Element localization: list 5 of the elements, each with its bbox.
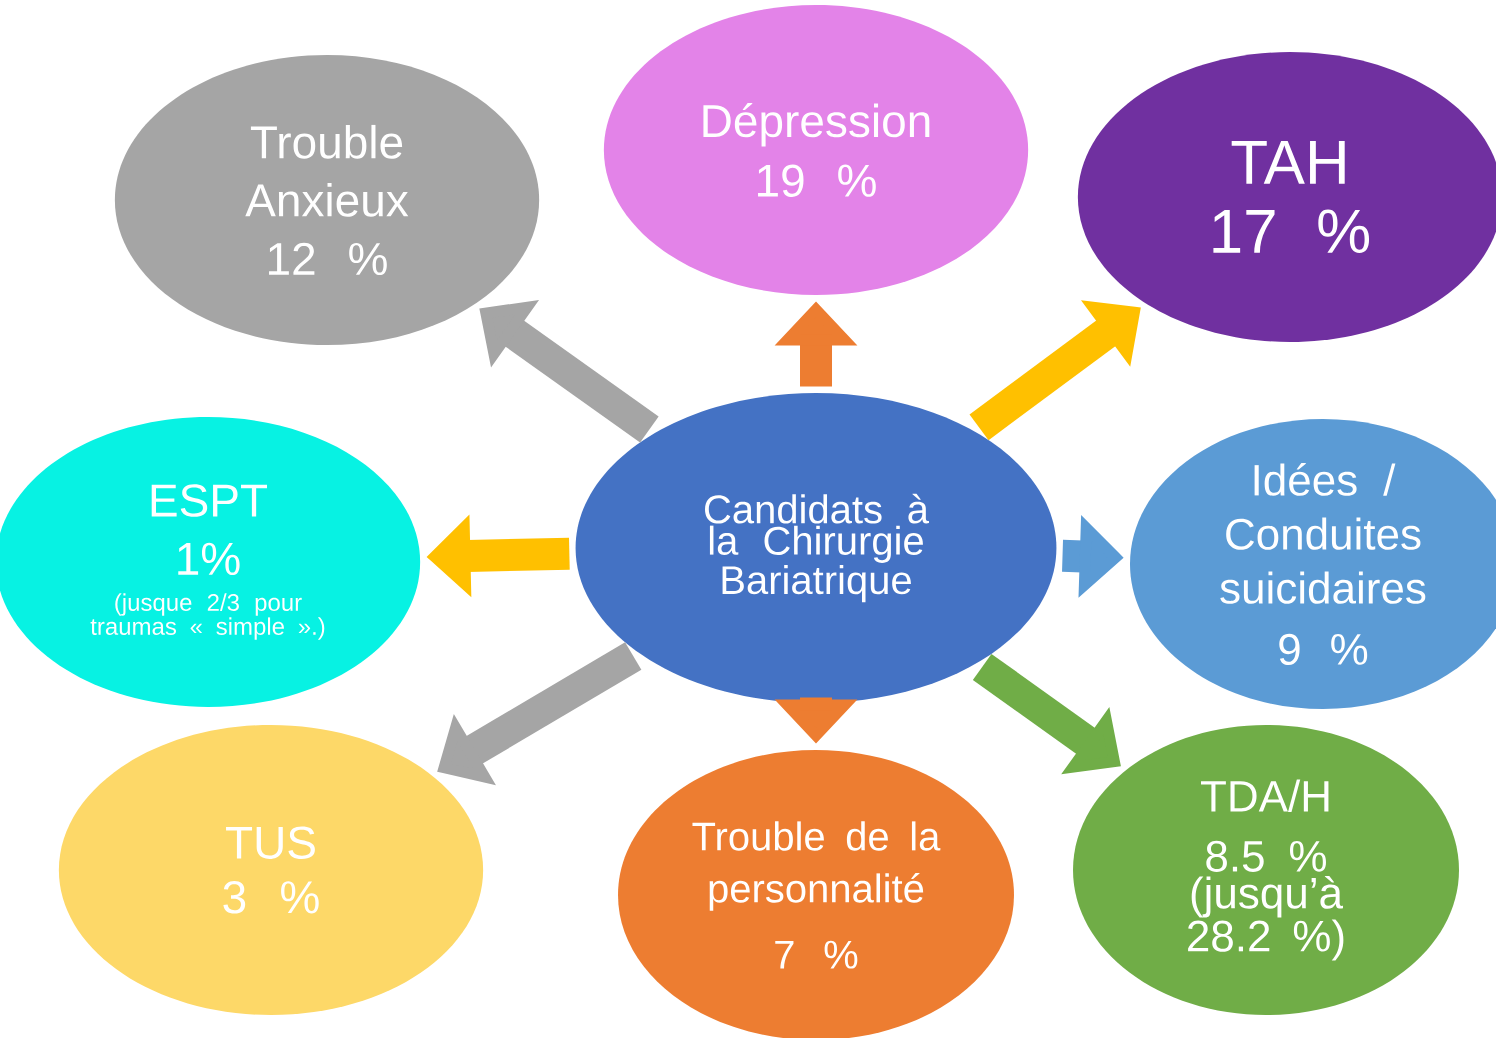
ellipse-node: Trouble Anxieux 12 % [114,55,540,345]
ellipse-node: TDA/H 8.5 % (jusqu’à 28.2 %) [1073,725,1459,1015]
ellipse-node: TUS 3 % [58,725,484,1015]
ellipse-node: Candidats à la Chirurgie Bariatrique [575,393,1057,703]
ellipse-node: Dépression 19 % [603,5,1029,295]
